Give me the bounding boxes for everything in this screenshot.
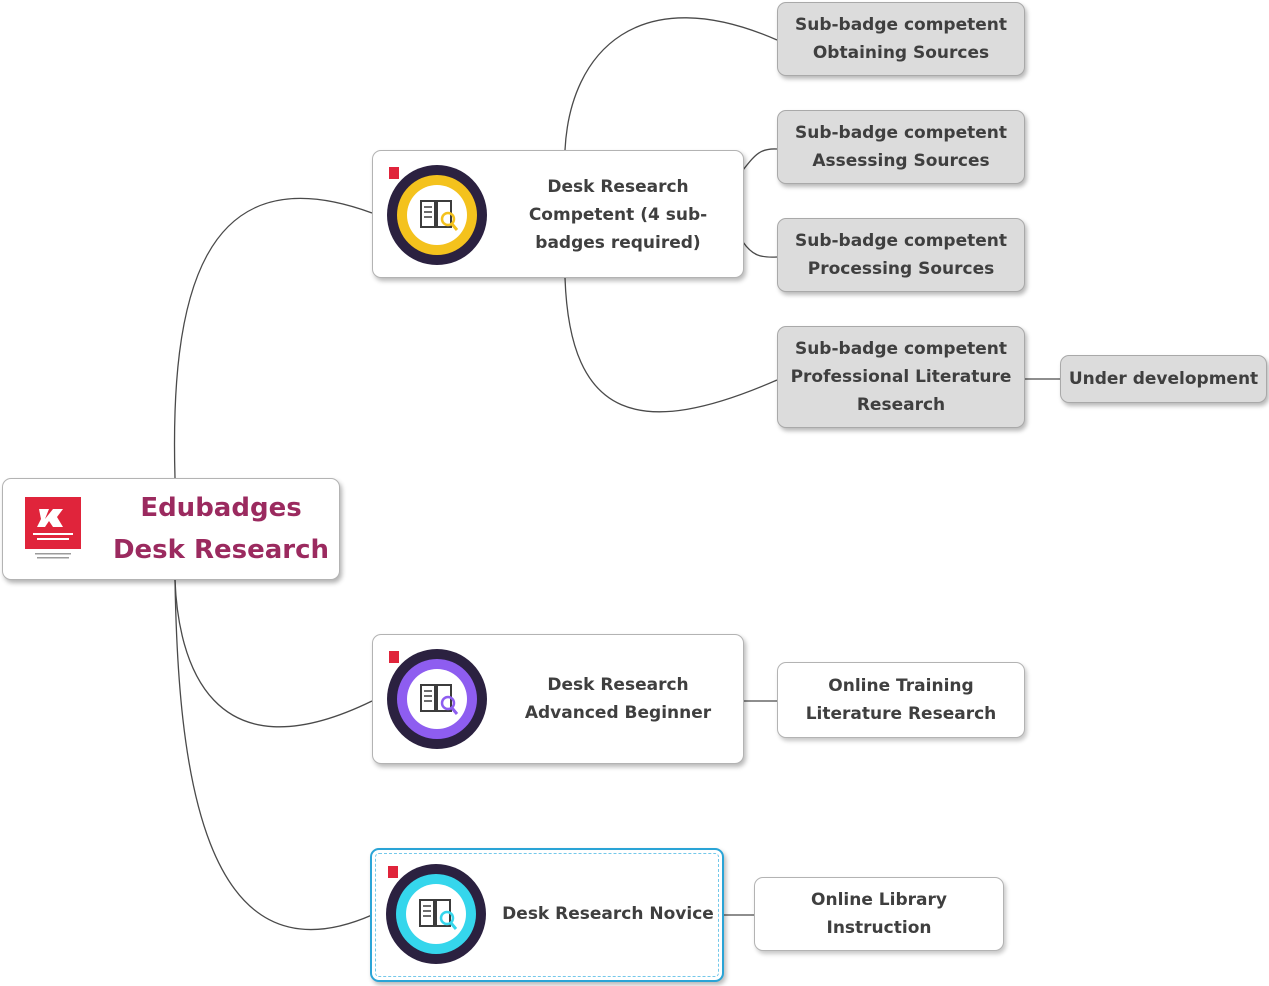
root-node[interactable]: Edubadges Desk Research — [2, 478, 340, 580]
online-training-line1: Online Training — [828, 676, 974, 696]
online-library-node[interactable]: Online Library Instruction — [754, 877, 1004, 951]
online-training-line2: Literature Research — [805, 704, 997, 724]
connector-competent-literature — [564, 277, 778, 413]
sub-badge-processing-sources[interactable]: Sub-badge competent Processing Sources — [777, 218, 1025, 292]
badge-label-novice-line1: Desk Research Novice — [502, 904, 714, 924]
desk-research-novice-badge-icon — [386, 864, 486, 964]
badge-node-advanced[interactable]: Desk Research Advanced Beginner — [372, 634, 744, 764]
online-training-node[interactable]: Online Training Literature Research — [777, 662, 1025, 738]
under-development-label: Under development — [1068, 369, 1259, 389]
sub-badge-assessing-line1: Sub-badge competent — [794, 123, 1008, 143]
root-title-line2: Desk Research — [112, 535, 330, 565]
badge-label-advanced-line2: Advanced Beginner — [524, 703, 712, 723]
badge-label-competent-line1: Desk Research — [547, 177, 689, 197]
sub-badge-obtaining-sources[interactable]: Sub-badge competent Obtaining Sources — [777, 2, 1025, 76]
badge-node-novice[interactable]: Desk Research Novice — [370, 848, 724, 982]
connector-competent-assessing — [742, 148, 778, 171]
desk-research-competent-badge-icon — [387, 165, 487, 265]
root-title-line1: Edubadges — [140, 493, 302, 523]
sub-badge-processing-line2: Processing Sources — [807, 259, 995, 279]
connector-root-competent — [173, 197, 373, 479]
badge-label-competent-line2: Competent (4 sub- — [528, 205, 708, 225]
sub-badge-literature-line1: Sub-badge competent — [794, 339, 1008, 359]
sub-badge-literature-line3: Research — [856, 395, 946, 415]
sub-badge-professional-literature[interactable]: Sub-badge competent Professional Literat… — [777, 326, 1025, 428]
sub-badge-obtaining-line1: Sub-badge competent — [794, 15, 1008, 35]
sub-badge-processing-line1: Sub-badge competent — [794, 231, 1008, 251]
badge-label-advanced-line1: Desk Research — [547, 675, 689, 695]
badge-label-competent: Desk Research Competent (4 sub- badges r… — [513, 173, 723, 257]
rotterdam-university-logo — [25, 497, 81, 559]
root-title: Edubadges Desk Research — [107, 487, 335, 571]
online-library-line1: Online Library — [811, 890, 947, 910]
sub-badge-obtaining-line2: Obtaining Sources — [812, 43, 990, 63]
connector-competent-processing — [742, 241, 778, 258]
sub-badge-literature-line2: Professional Literature — [790, 367, 1012, 387]
badge-label-advanced: Desk Research Advanced Beginner — [503, 671, 733, 727]
connector-root-novice — [174, 579, 373, 931]
connector-competent-obtaining — [564, 17, 778, 151]
desk-research-advanced-beginner-badge-icon — [387, 649, 487, 749]
under-development-node[interactable]: Under development — [1060, 355, 1267, 403]
badge-node-competent[interactable]: Desk Research Competent (4 sub- badges r… — [372, 150, 744, 278]
badge-label-competent-line3: badges required) — [535, 233, 701, 253]
badge-label-novice: Desk Research Novice — [496, 900, 720, 928]
connector-root-advanced — [174, 579, 373, 728]
online-library-line2: Instruction — [826, 918, 932, 938]
sub-badge-assessing-sources[interactable]: Sub-badge competent Assessing Sources — [777, 110, 1025, 184]
sub-badge-assessing-line2: Assessing Sources — [812, 151, 990, 171]
